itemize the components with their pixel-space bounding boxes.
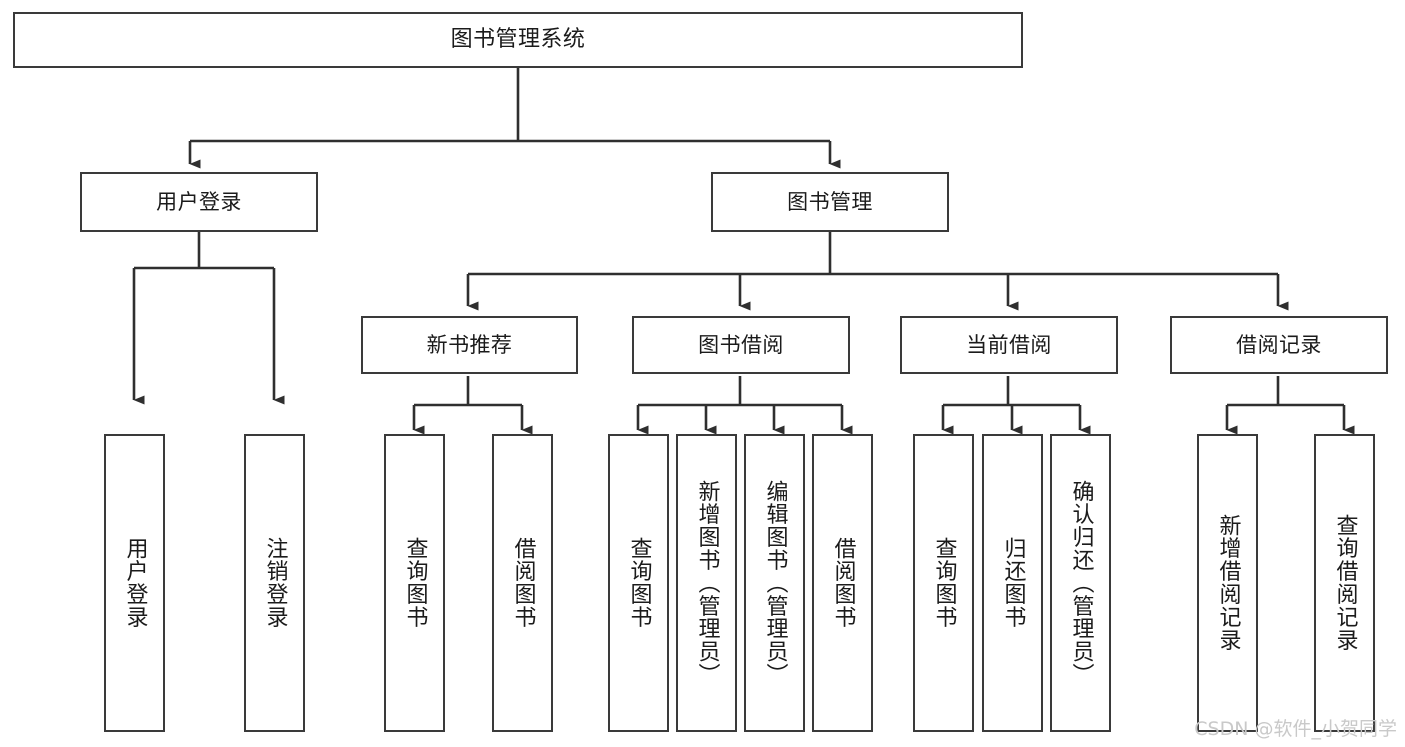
leaf-book-borrow-borrow[interactable]: 借阅图书 xyxy=(812,434,873,732)
node-label: 新书推荐 xyxy=(426,332,513,357)
node-label: 图书借阅 xyxy=(698,332,784,357)
node-label: 借阅图书 xyxy=(510,537,536,629)
leaf-borrow-record-query[interactable]: 查询借阅记录 xyxy=(1314,434,1375,732)
node-label: 查询图书 xyxy=(626,537,652,629)
node-new-book-recommend[interactable]: 新书推荐 xyxy=(361,316,578,374)
node-label: 查询借阅记录 xyxy=(1332,514,1358,652)
node-label: 图书管理系统 xyxy=(450,27,586,53)
node-label: 借阅图书 xyxy=(830,537,856,629)
node-label: 编辑图书（管理员） xyxy=(762,480,788,686)
node-label: 注销登录 xyxy=(262,537,288,629)
node-label: 当前借阅 xyxy=(966,332,1052,357)
leaf-new-book-query[interactable]: 查询图书 xyxy=(384,434,445,732)
node-user-login[interactable]: 用户登录 xyxy=(80,172,318,232)
node-label: 确认归还（管理员） xyxy=(1068,480,1094,686)
leaf-book-borrow-query[interactable]: 查询图书 xyxy=(608,434,669,732)
node-label: 查询图书 xyxy=(931,537,957,629)
node-label: 用户登录 xyxy=(156,189,242,214)
leaf-user-login-logout[interactable]: 注销登录 xyxy=(244,434,305,732)
node-label: 归还图书 xyxy=(1000,537,1026,629)
leaf-current-borrow-query[interactable]: 查询图书 xyxy=(913,434,974,732)
leaf-book-borrow-edit-admin[interactable]: 编辑图书（管理员） xyxy=(744,434,805,732)
node-label: 用户登录 xyxy=(122,537,148,629)
leaf-new-book-borrow[interactable]: 借阅图书 xyxy=(492,434,553,732)
node-root-book-management-system[interactable]: 图书管理系统 xyxy=(13,12,1023,68)
node-borrow-record[interactable]: 借阅记录 xyxy=(1170,316,1388,374)
node-label: 查询图书 xyxy=(402,537,428,629)
connector-lines xyxy=(132,68,1355,435)
node-book-borrow[interactable]: 图书借阅 xyxy=(632,316,850,374)
node-label: 新增借阅记录 xyxy=(1215,514,1241,652)
leaf-book-borrow-add-admin[interactable]: 新增图书（管理员） xyxy=(676,434,737,732)
leaf-current-borrow-return[interactable]: 归还图书 xyxy=(982,434,1043,732)
node-current-borrow[interactable]: 当前借阅 xyxy=(900,316,1118,374)
node-book-management[interactable]: 图书管理 xyxy=(711,172,949,232)
leaf-user-login-login[interactable]: 用户登录 xyxy=(104,434,165,732)
leaf-borrow-record-add[interactable]: 新增借阅记录 xyxy=(1197,434,1258,732)
node-label: 新增图书（管理员） xyxy=(694,480,720,686)
node-label: 图书管理 xyxy=(787,189,873,214)
node-label: 借阅记录 xyxy=(1236,332,1322,357)
leaf-current-borrow-confirm-admin[interactable]: 确认归还（管理员） xyxy=(1050,434,1111,732)
